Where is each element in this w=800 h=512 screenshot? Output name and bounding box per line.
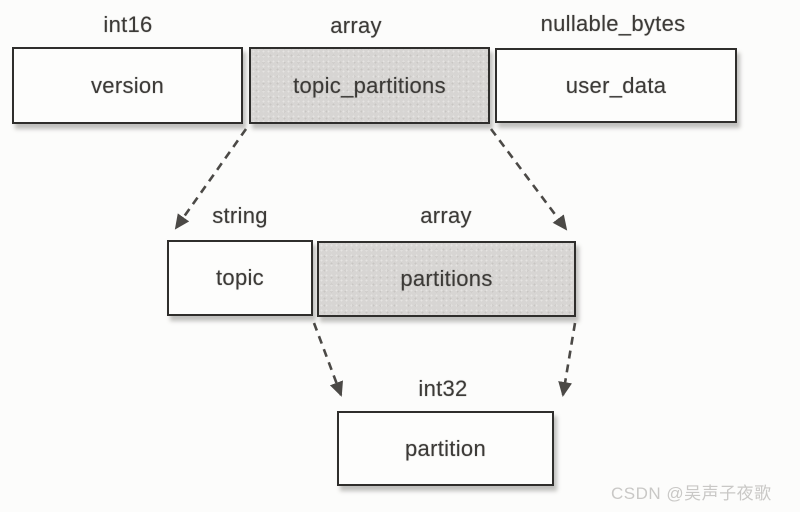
type-label-topic-partitions: array	[330, 13, 382, 38]
type-label-user-data: nullable_bytes	[540, 11, 686, 36]
node-topic-label: topic	[216, 265, 264, 290]
node-partitions-label: partitions	[400, 266, 493, 291]
watermark: CSDN @吴声子夜歌	[611, 484, 772, 503]
arrow-partitions-to-partition	[558, 322, 577, 397]
node-topic: topic	[167, 240, 313, 316]
arrow-topic-to-partition	[312, 322, 343, 397]
node-user-data: user_data	[495, 48, 737, 123]
type-label-version: int16	[103, 12, 153, 37]
node-version-label: version	[90, 72, 165, 98]
node-partition: partition	[337, 411, 554, 486]
node-topic-partitions: topic_partitions	[249, 47, 490, 124]
type-label-partitions: array	[420, 203, 472, 228]
node-user-data-label: user_data	[565, 72, 667, 98]
node-partition-label: partition	[405, 435, 486, 461]
node-partitions: partitions	[317, 241, 576, 317]
arrow-topic-partitions-to-partitions	[489, 128, 568, 231]
type-label-topic: string	[212, 203, 268, 228]
node-topic-partitions-label: topic_partitions	[293, 72, 446, 98]
type-label-partition: int32	[418, 376, 468, 401]
node-version: version	[12, 47, 243, 124]
